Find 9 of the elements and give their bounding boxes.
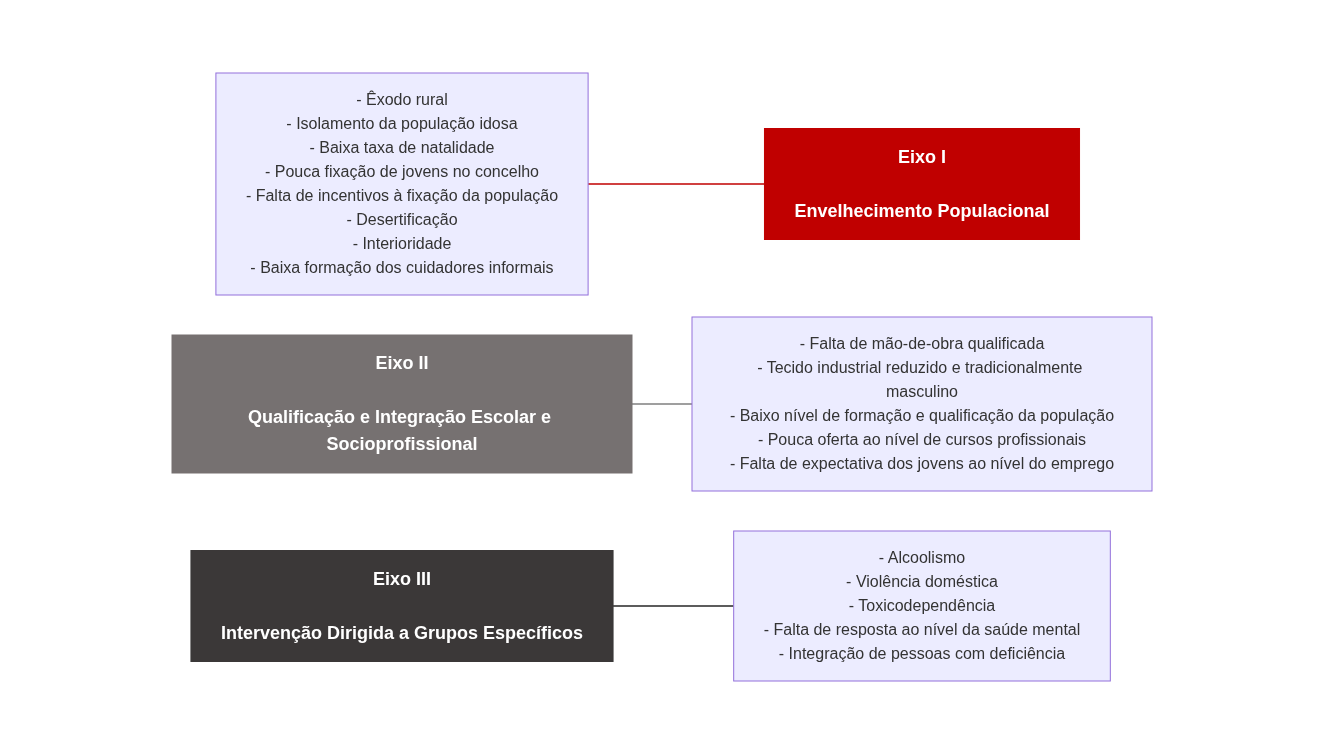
node-box: Eixo I Envelhecimento Populacional bbox=[763, 127, 1081, 240]
node-box: - Êxodo rural - Isolamento da população idosa - Baixa taxa de natalidade - Pouca fixação de jovens no concelho - Falta de incentivos à fixação da população - Desertificação - Interioridade - Baixa formação dos cuidadores informais bbox=[215, 72, 589, 295]
node-box: Eixo II Qualificação e Integração Escolar e Socioprofissional bbox=[171, 334, 633, 473]
connector bbox=[631, 402, 693, 405]
connector bbox=[587, 182, 766, 185]
node-box: - Falta de mão-de-obra qualificada - Tecido industrial reduzido e tradicionalmente masculino - Baixo nível de formação e qualificação da população - Pouca oferta ao nível de cursos profissionais - Falta de expectativa dos jovens ao nível do emprego bbox=[691, 316, 1153, 491]
node-box: Eixo III Intervenção Dirigida a Grupos Específicos bbox=[190, 549, 614, 662]
connector bbox=[612, 604, 735, 607]
node-box: - Alcoolismo - Violência doméstica - Toxicodependência - Falta de resposta ao nível da saúde mental - Integração de pessoas com deficiência bbox=[733, 530, 1111, 681]
